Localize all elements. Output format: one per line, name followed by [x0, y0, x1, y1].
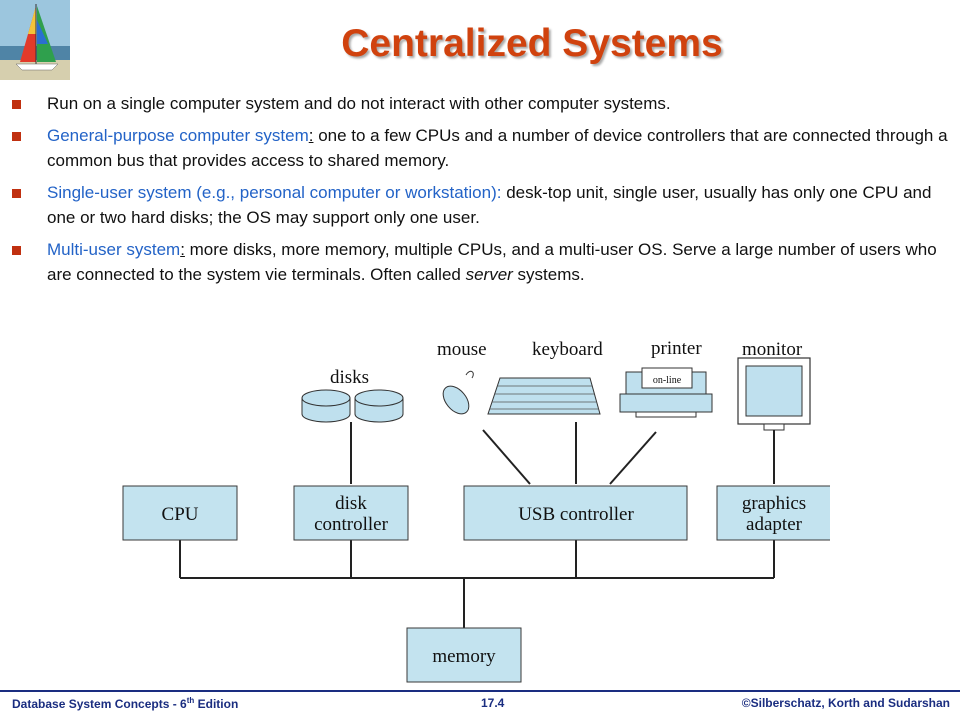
footer-book-title-text: Database System Concepts - 6 — [12, 697, 187, 711]
slide-title: Centralized Systems — [341, 22, 723, 65]
disk-controller-box: disk controller — [293, 485, 409, 541]
bullet-colon: : — [180, 240, 185, 259]
bullet-tail: systems. — [512, 265, 585, 284]
footer-rule — [0, 690, 960, 692]
bullet-item: Single-user system (e.g., personal compu… — [10, 180, 950, 230]
bullet-item: Multi-user system: more disks, more memo… — [10, 237, 950, 287]
footer-edition-text: Edition — [194, 697, 239, 711]
printer-icon: on-line — [619, 367, 713, 418]
bullet-list: Run on a single computer system and do n… — [10, 91, 950, 294]
disks-label: disks — [330, 367, 369, 388]
graphics-adapter-label-line1: graphics — [742, 493, 806, 514]
sailboat-logo-icon — [0, 0, 70, 80]
bullet-marker-icon — [12, 100, 21, 109]
bullet-marker-icon — [12, 132, 21, 141]
monitor-label: monitor — [742, 339, 803, 360]
mouse-icon — [442, 370, 474, 415]
connector-lines — [179, 422, 775, 628]
keyboard-icon — [487, 377, 601, 415]
disk-icon — [354, 389, 404, 423]
bullet-text: one to a few CPUs and a number of device… — [47, 126, 948, 170]
bullet-colon: : — [308, 126, 314, 145]
monitor-icon — [737, 357, 811, 431]
printer-tag: on-line — [653, 375, 682, 386]
bullet-term: Single-user system (e.g., personal compu… — [47, 183, 502, 202]
computer-system-diagram: disks mouse keyboard printer monitor on-… — [122, 338, 830, 683]
bullet-marker-icon — [12, 189, 21, 198]
bullet-italic: server — [465, 265, 513, 284]
printer-label: printer — [651, 338, 702, 359]
footer-copyright: ©Silberschatz, Korth and Sudarshan — [741, 696, 950, 710]
bullet-text: desk-top unit, single user, usually has … — [47, 183, 932, 227]
graphics-adapter-box: graphics adapter — [716, 485, 830, 541]
footer-edition-sup: th — [186, 696, 195, 705]
memory-label: memory — [432, 646, 496, 667]
cpu-label: CPU — [162, 504, 199, 525]
footer-book-title: Database System Concepts - 6th Edition — [12, 696, 238, 716]
graphics-adapter-label-line2: adapter — [746, 514, 803, 535]
footer-page-number: 17.4 — [481, 696, 505, 710]
bullet-item: Run on a single computer system and do n… — [10, 91, 950, 116]
usb-controller-label: USB controller — [518, 504, 634, 525]
bullet-marker-icon — [12, 246, 21, 255]
keyboard-label: keyboard — [532, 339, 603, 360]
disk-controller-label-line1: disk — [335, 493, 367, 514]
memory-box: memory — [406, 627, 522, 683]
disk-icon — [301, 389, 351, 423]
disk-controller-label-line2: controller — [314, 514, 389, 535]
cpu-box: CPU — [122, 485, 238, 541]
mouse-label: mouse — [437, 339, 487, 360]
bullet-text: more disks, more memory, multiple CPUs, … — [47, 240, 937, 284]
bullet-term: Multi-user system — [47, 240, 181, 259]
bullet-term: General-purpose computer system — [47, 126, 309, 145]
bullet-text: Run on a single computer system and do n… — [47, 94, 671, 113]
usb-controller-box: USB controller — [463, 485, 688, 541]
bullet-item: General-purpose computer system: one to … — [10, 123, 950, 173]
